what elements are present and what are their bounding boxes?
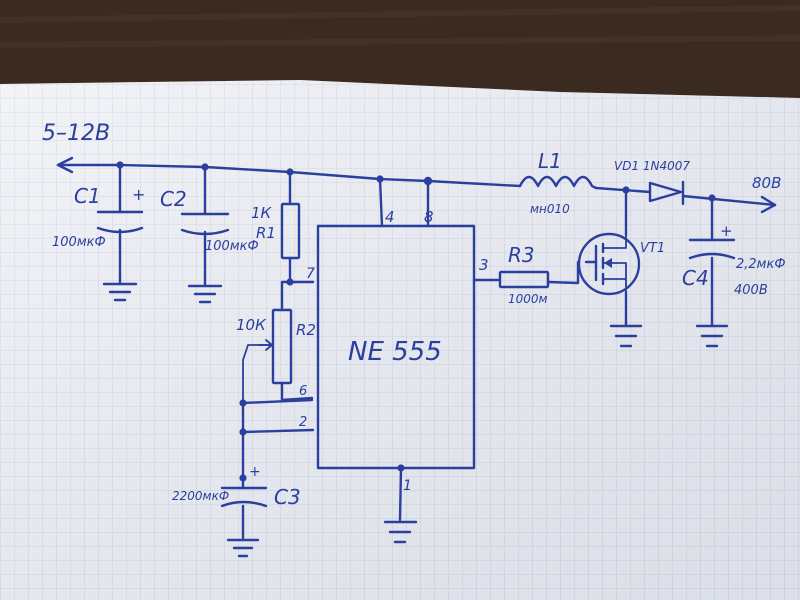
input-arrow-icon: [56, 156, 74, 174]
mosfet-vt1: VT1: [577, 232, 665, 348]
potentiometer-r2: 10К R2: [236, 308, 316, 385]
notebook-paper: [0, 80, 800, 600]
c3-value: 2200мкФ: [172, 489, 229, 503]
pin-2-label: 2: [299, 415, 307, 430]
pin-3-label: 3: [479, 256, 489, 274]
capacitor-c2: C2 100мкФ: [160, 187, 259, 304]
wiring: [56, 156, 777, 540]
output-voltage-label: 80В: [752, 174, 781, 192]
r2-label: R2: [296, 321, 316, 339]
r3-label: R3: [508, 243, 535, 267]
input-voltage-label: 5–12В: [42, 121, 110, 146]
c4-polarity: +: [720, 222, 733, 240]
r1-value: 1К: [251, 204, 273, 222]
ground-icon: [226, 538, 260, 558]
capacitor-c3: + C3 2200мкФ: [172, 464, 301, 558]
c4-value: 2,2мкФ: [736, 257, 786, 272]
l1-label: L1: [538, 149, 562, 173]
vt1-label: VT1: [640, 241, 665, 256]
output-wire: [681, 194, 777, 207]
pin-4-label: 4: [385, 208, 395, 226]
resistor-r1: 1К R1: [251, 202, 301, 260]
output-arrow-icon: [760, 195, 777, 214]
c4-voltage: 400В: [734, 283, 768, 298]
l1-value: мн010: [530, 202, 570, 216]
resistor-r3: R3 1000м: [498, 243, 550, 306]
pin-8-label: 8: [424, 208, 434, 226]
diode-vd1: VD1 1N4007: [614, 159, 690, 206]
c2-label: C2: [160, 187, 187, 211]
pin-7-label: 7: [306, 266, 315, 282]
pin-6-label: 6: [299, 384, 307, 399]
r2-value: 10К: [236, 316, 267, 334]
inductor-l1: L1 мн010: [518, 149, 598, 216]
r3-value: 1000м: [508, 292, 548, 306]
c2-value: 100мкФ: [205, 239, 259, 254]
mosfet-arrow-icon: [604, 258, 612, 268]
c1-polarity: +: [132, 185, 145, 204]
capacitor-c1: + C1 100мкФ: [52, 184, 145, 302]
capacitor-c4: + C4 2,2мкФ 400В: [682, 222, 786, 348]
pin-1-label: 1: [403, 478, 412, 494]
ic-name-label: NE 555: [348, 337, 442, 367]
c3-polarity: +: [249, 464, 261, 480]
c3-label: C3: [274, 485, 301, 509]
r1-label: R1: [256, 224, 276, 242]
vd1-label: VD1 1N4007: [614, 159, 690, 173]
c4-label: C4: [682, 266, 709, 290]
c1-value: 100мкФ: [52, 235, 106, 250]
wiper-arrow-icon: [257, 339, 273, 351]
ic-ne555: NE 555 4 8 7 6 2 3 1: [299, 208, 489, 544]
c1-label: C1: [74, 184, 101, 208]
ground-icon: [383, 520, 418, 544]
